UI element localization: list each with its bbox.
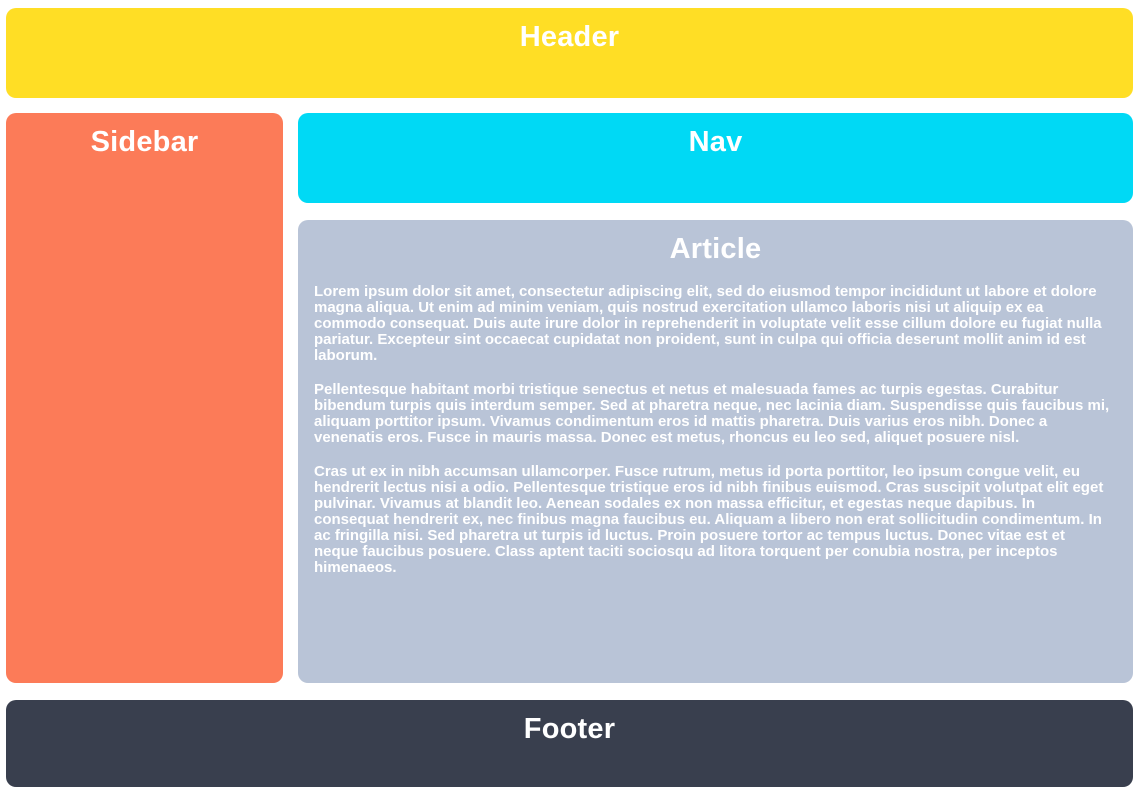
article-title: Article — [669, 233, 762, 265]
footer: Footer — [6, 700, 1133, 787]
article-paragraph-3: Cras ut ex in nibh accumsan ullamcorper.… — [314, 463, 1104, 577]
article-paragraph-1: Lorem ipsum dolor sit amet, consectetur … — [314, 283, 1102, 365]
sidebar-title: Sidebar — [90, 126, 199, 158]
article-paragraph-2: Pellentesque habitant morbi tristique se… — [314, 381, 1110, 447]
header: Header — [6, 8, 1133, 98]
nav: Nav — [298, 113, 1133, 203]
header-title: Header — [519, 21, 620, 53]
content-row: Sidebar Nav Article Lorem ipsum dolor si… — [6, 113, 1133, 683]
footer-title: Footer — [523, 713, 616, 745]
article: Article Lorem ipsum dolor sit amet, cons… — [298, 220, 1133, 683]
nav-title: Nav — [688, 126, 743, 158]
main-column: Nav Article Lorem ipsum dolor sit amet, … — [298, 113, 1133, 683]
sidebar: Sidebar — [6, 113, 283, 683]
